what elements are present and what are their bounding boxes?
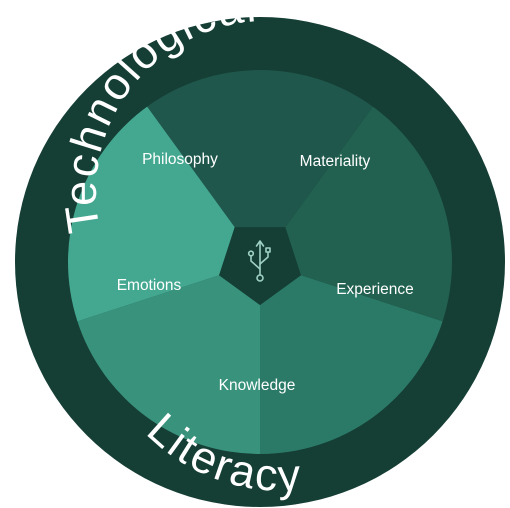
segment-experience bbox=[260, 275, 443, 454]
segment-emotions bbox=[68, 106, 235, 322]
label-knowledge: Knowledge bbox=[219, 377, 296, 394]
segment-philosophy bbox=[147, 70, 373, 228]
segment-materiality bbox=[285, 106, 452, 322]
label-experience: Experience bbox=[336, 281, 414, 298]
label-philosophy: Philosophy bbox=[142, 151, 218, 168]
segment-knowledge bbox=[77, 275, 261, 454]
label-emotions: Emotions bbox=[117, 277, 182, 294]
usb-icon bbox=[247, 240, 271, 282]
label-materiality: Materiality bbox=[300, 153, 371, 170]
